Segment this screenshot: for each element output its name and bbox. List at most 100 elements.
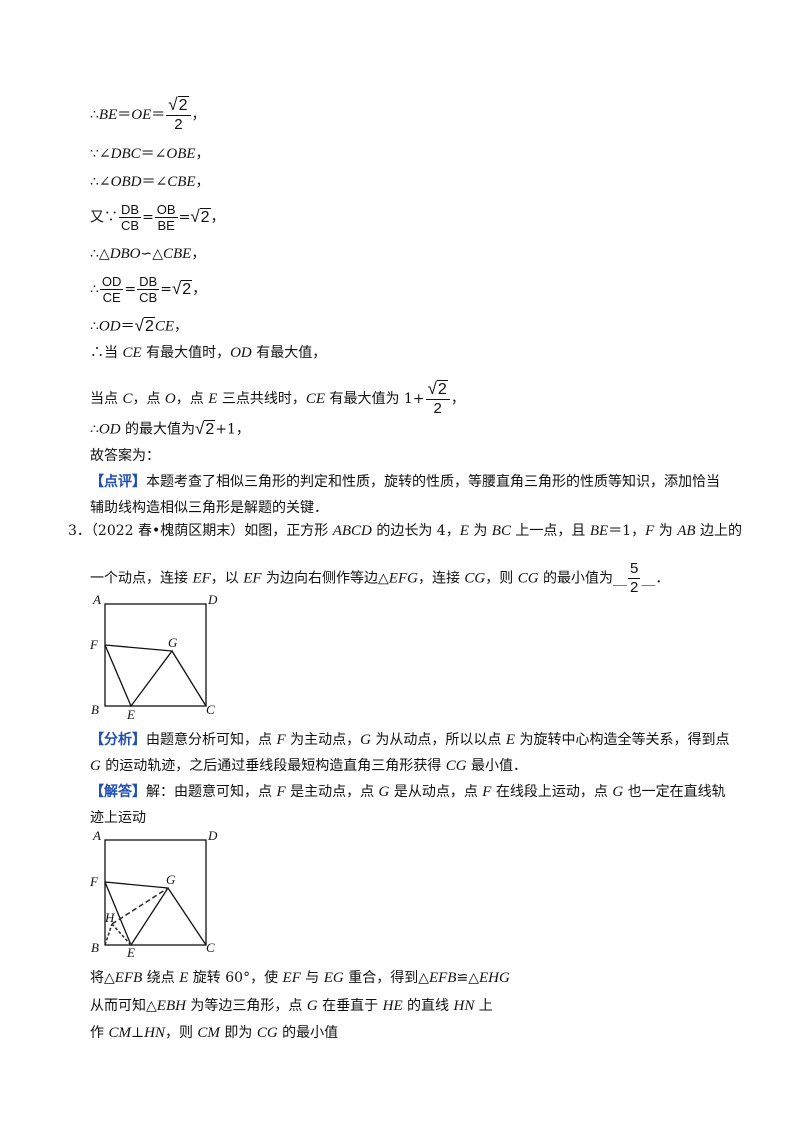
- sqrt-2: √2: [171, 279, 193, 298]
- therefore-symbol: ∴: [90, 421, 99, 438]
- question-3-line-1: 3．（2022 春•槐荫区期末）如图，正方形 ABCD 的边长为 4，E 为 B…: [68, 521, 742, 541]
- solution-tag: 【解答】: [90, 784, 146, 800]
- rotation-line: 将△EFB 绕点 E 旋转 60°，使 EF 与 EG 重合，得到△EFB≌△E…: [90, 968, 510, 988]
- var: F: [276, 784, 286, 800]
- denominator: CB: [139, 290, 158, 305]
- comma: ，: [210, 209, 225, 226]
- text: ⊥: [130, 1025, 145, 1041]
- dashed-hg: [111, 887, 169, 925]
- var: CM: [197, 1025, 220, 1041]
- var: CG: [517, 570, 539, 587]
- text: 为主动点，: [285, 732, 361, 748]
- question-3-line-2: 一个动点，连接 EF，以 EF 为边向右侧作等边△EFG，连接 CG，则 CG …: [90, 560, 669, 597]
- radicand: 2: [436, 380, 448, 398]
- denominator: CB: [121, 218, 140, 233]
- comma: ，: [450, 391, 465, 407]
- comma: ，: [195, 174, 210, 190]
- label-f: F: [89, 874, 99, 889]
- var: BC: [491, 523, 511, 539]
- var-obd: OBD: [110, 174, 142, 190]
- sqrt-2: √2: [190, 207, 211, 226]
- text: 作: [90, 1025, 109, 1041]
- var-obe: OBE: [166, 146, 196, 162]
- text: 为: [654, 523, 678, 539]
- perpendicular-line: 作 CM⊥HN，则 CM 即为 CG 的最小值: [90, 1023, 338, 1043]
- var: EFB: [114, 970, 143, 986]
- text: ，则: [485, 570, 518, 587]
- var-ce: CE: [305, 391, 326, 407]
- var-dbo: DBO: [109, 246, 141, 262]
- text: 绕点: [142, 970, 180, 986]
- var: G: [378, 784, 390, 800]
- text: 的直线: [402, 998, 454, 1014]
- label-b: B: [91, 702, 99, 717]
- eq: =: [160, 281, 172, 298]
- text: 与: [300, 970, 324, 986]
- analysis-line-2: G 的运动轨迹，之后通过垂线段最短构造直角三角形获得 CG 最小值．: [90, 756, 527, 776]
- text: 的最小值为__: [538, 570, 627, 587]
- similar-triangle: ∽△: [140, 246, 164, 262]
- text: 解：由题意可知，点: [146, 784, 277, 800]
- label-e: E: [126, 707, 135, 722]
- text: ≌△: [456, 970, 479, 986]
- also-because: 又∵: [90, 209, 118, 226]
- label-b: B: [91, 940, 99, 955]
- comma: ，: [191, 246, 206, 262]
- label-d: D: [207, 592, 218, 607]
- text: 为等边三角形，点: [185, 998, 307, 1014]
- text: 的边长为 4，: [371, 523, 460, 539]
- var: CG: [464, 570, 486, 587]
- var: F: [482, 784, 492, 800]
- var: E: [505, 732, 515, 748]
- sqrt-2: √2: [134, 316, 155, 335]
- text: 上一点，且: [510, 523, 590, 539]
- text: 边上的: [695, 523, 742, 539]
- therefore-symbol: ∴: [90, 318, 99, 335]
- radicand: 2: [204, 420, 216, 438]
- label-h: H: [104, 910, 115, 925]
- text: ∴当: [90, 345, 123, 361]
- var: EF: [282, 970, 301, 986]
- square-outline: [104, 603, 207, 707]
- radicand: 2: [181, 280, 193, 298]
- label-a: A: [92, 830, 101, 843]
- comment-tag: 【点评】: [90, 474, 146, 490]
- text: ，连接: [417, 570, 465, 587]
- var: EF: [192, 570, 211, 587]
- label-d: D: [207, 830, 218, 843]
- line-ce-max: ∴当 CE 有最大值时，OD 有最大值，: [90, 343, 326, 363]
- var-oe: OE: [131, 107, 152, 123]
- numerator: OB: [154, 202, 178, 218]
- var: CG: [445, 758, 467, 774]
- var-dbc: DBC: [110, 146, 141, 162]
- dashed-bh: [104, 923, 113, 946]
- segment-cg: [171, 650, 207, 707]
- therefore-angle: ∴∠: [90, 174, 111, 190]
- sqrt-2: √2: [195, 419, 216, 438]
- therefore-triangle: ∴△: [90, 246, 110, 262]
- denominator: CE: [102, 290, 121, 305]
- eq: ＝: [151, 107, 166, 123]
- numerator: DB: [119, 202, 142, 218]
- text: ，以: [210, 570, 244, 587]
- text: 当点: [90, 391, 123, 407]
- eq: =: [124, 281, 137, 298]
- var: E: [459, 523, 469, 539]
- var-ce: CE: [154, 318, 175, 335]
- var: G: [612, 784, 624, 800]
- var-e: E: [208, 391, 218, 407]
- line-similar: ∴△DBO∽△CBE，: [90, 244, 205, 264]
- var-o: O: [164, 391, 176, 407]
- because-angle: ∵∠: [90, 146, 111, 162]
- figure-square-abcd: A D F G B E C: [89, 592, 218, 722]
- text: 为从动点，所以以点: [370, 732, 506, 748]
- line-od-eq: ∴OD＝√2CE，: [90, 316, 188, 337]
- question-number: 3．: [68, 523, 91, 539]
